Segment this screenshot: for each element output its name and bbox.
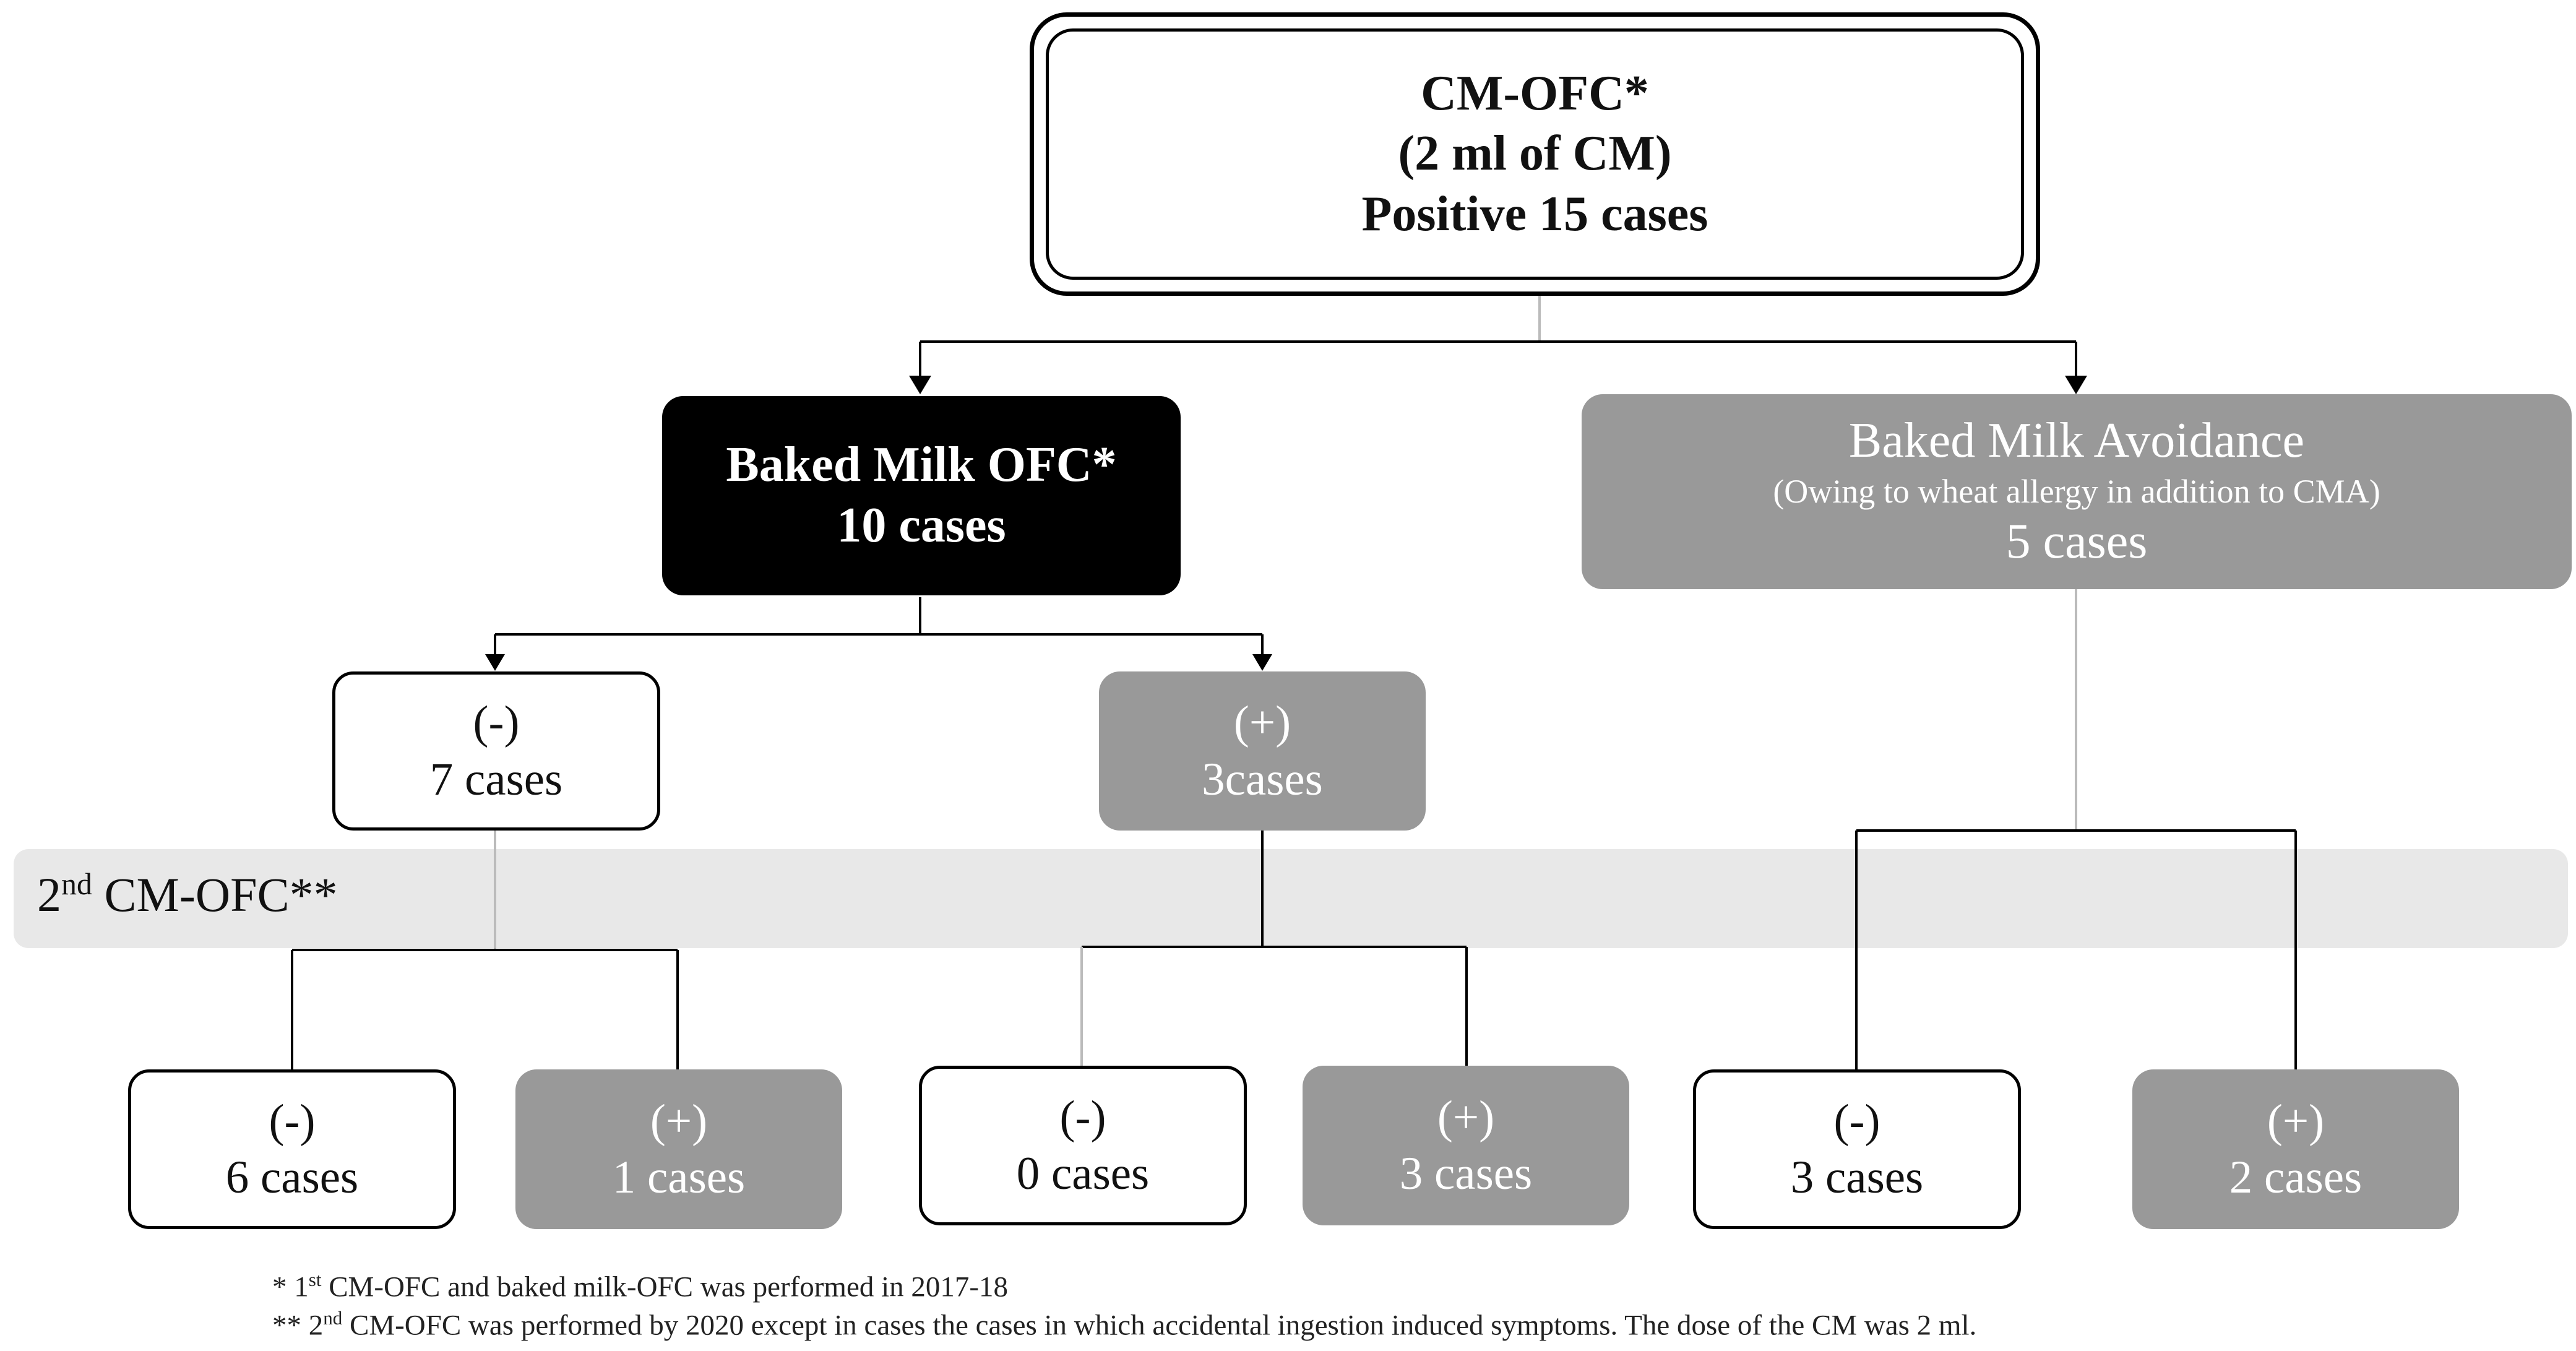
- result-count: 3cases: [1202, 753, 1323, 805]
- footnote-2: ** 2nd CM-OFC was performed by 2020 exce…: [272, 1307, 1977, 1342]
- second-cm-ofc-band: [14, 849, 2568, 948]
- second-cm-ofc-label: 2nd CM-OFC**: [37, 866, 338, 922]
- result-count: 6 cases: [225, 1152, 359, 1203]
- cm-ofc-dose: (2 ml of CM): [1398, 126, 1672, 181]
- result-sign: (-): [269, 1095, 316, 1147]
- result-box: (-) 0 cases: [919, 1066, 1247, 1225]
- cm-ofc-title: CM-OFC*: [1421, 66, 1649, 121]
- result-sign: (+): [1437, 1091, 1495, 1143]
- avoidance-count: 5 cases: [2005, 514, 2148, 569]
- baked-milk-ofc-box: Baked Milk OFC* 10 cases: [662, 396, 1181, 595]
- result-box: (+) 1 cases: [515, 1069, 842, 1229]
- avoidance-title: Baked Milk Avoidance: [1848, 413, 2305, 468]
- result-box: (+) 3 cases: [1303, 1066, 1629, 1225]
- result-count: 3 cases: [1790, 1152, 1924, 1203]
- arrowhead: [2065, 376, 2087, 394]
- baked-milk-ofc-title: Baked Milk OFC*: [726, 438, 1117, 493]
- baked-ofc-positive-box: (+) 3cases: [1099, 671, 1426, 831]
- result-box: (+) 2 cases: [2132, 1069, 2459, 1229]
- arrowhead: [909, 376, 931, 394]
- result-count: 2 cases: [2229, 1152, 2363, 1203]
- result-count: 7 cases: [429, 753, 563, 805]
- arrowhead: [485, 654, 505, 671]
- avoidance-note: (Owing to wheat allergy in addition to C…: [1773, 472, 2380, 510]
- cm-ofc-positive: Positive 15 cases: [1361, 186, 1708, 241]
- baked-milk-ofc-count: 10 cases: [837, 498, 1006, 553]
- result-sign: (+): [1233, 697, 1291, 748]
- arrowhead: [1252, 654, 1272, 671]
- result-sign: (-): [473, 697, 520, 748]
- result-box: (-) 3 cases: [1693, 1069, 2021, 1229]
- footnote-1: * 1st CM-OFC and baked milk-OFC was perf…: [272, 1269, 1009, 1303]
- cm-ofc-box: CM-OFC* (2 ml of CM) Positive 15 cases: [1046, 28, 2024, 280]
- baked-milk-avoidance-box: Baked Milk Avoidance (Owing to wheat all…: [1582, 394, 2572, 589]
- result-sign: (-): [1833, 1095, 1880, 1147]
- baked-ofc-negative-box: (-) 7 cases: [332, 671, 660, 831]
- result-sign: (-): [1059, 1091, 1106, 1143]
- result-count: 1 cases: [612, 1152, 746, 1203]
- result-box: (-) 6 cases: [128, 1069, 456, 1229]
- result-sign: (+): [650, 1095, 708, 1147]
- result-count: 3 cases: [1399, 1148, 1533, 1199]
- result-sign: (+): [2267, 1095, 2325, 1147]
- result-count: 0 cases: [1016, 1148, 1150, 1199]
